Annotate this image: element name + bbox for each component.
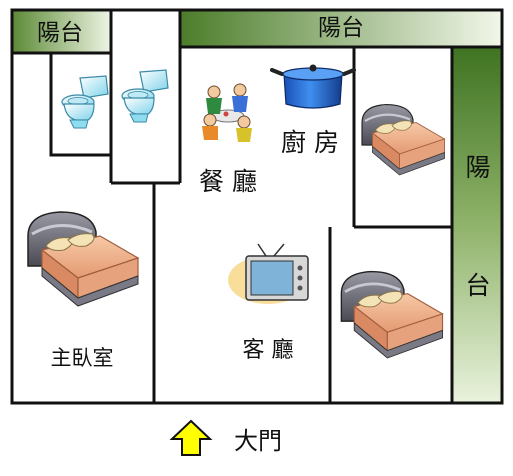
dining-label: 餐 廳 xyxy=(199,167,257,196)
bed-icon xyxy=(360,103,446,177)
balcony-top xyxy=(180,10,502,47)
toilet-icon xyxy=(121,69,169,123)
bed-icon xyxy=(26,210,140,308)
balcony-top-left-label: 陽台 xyxy=(37,20,83,46)
kitchen-label: 廚 房 xyxy=(281,128,339,157)
walls xyxy=(10,8,504,405)
up-arrow-icon xyxy=(169,419,213,456)
balcony-top-left xyxy=(12,10,111,53)
balcony-right-label-1: 陽 xyxy=(465,153,490,182)
balcony-top-label: 陽台 xyxy=(318,15,364,41)
living-label: 客 廳 xyxy=(243,338,294,363)
balcony-right xyxy=(452,47,502,403)
cooking-pot-icon xyxy=(270,64,356,109)
toilet-icon xyxy=(61,75,109,129)
dining-people-icon xyxy=(202,83,252,142)
bed-icon xyxy=(339,270,444,360)
balcony-right-label-2: 台 xyxy=(465,271,490,300)
master-bedroom-label: 主臥室 xyxy=(51,346,114,370)
entrance-label: 大門 xyxy=(234,427,282,455)
tv-icon xyxy=(228,243,309,304)
